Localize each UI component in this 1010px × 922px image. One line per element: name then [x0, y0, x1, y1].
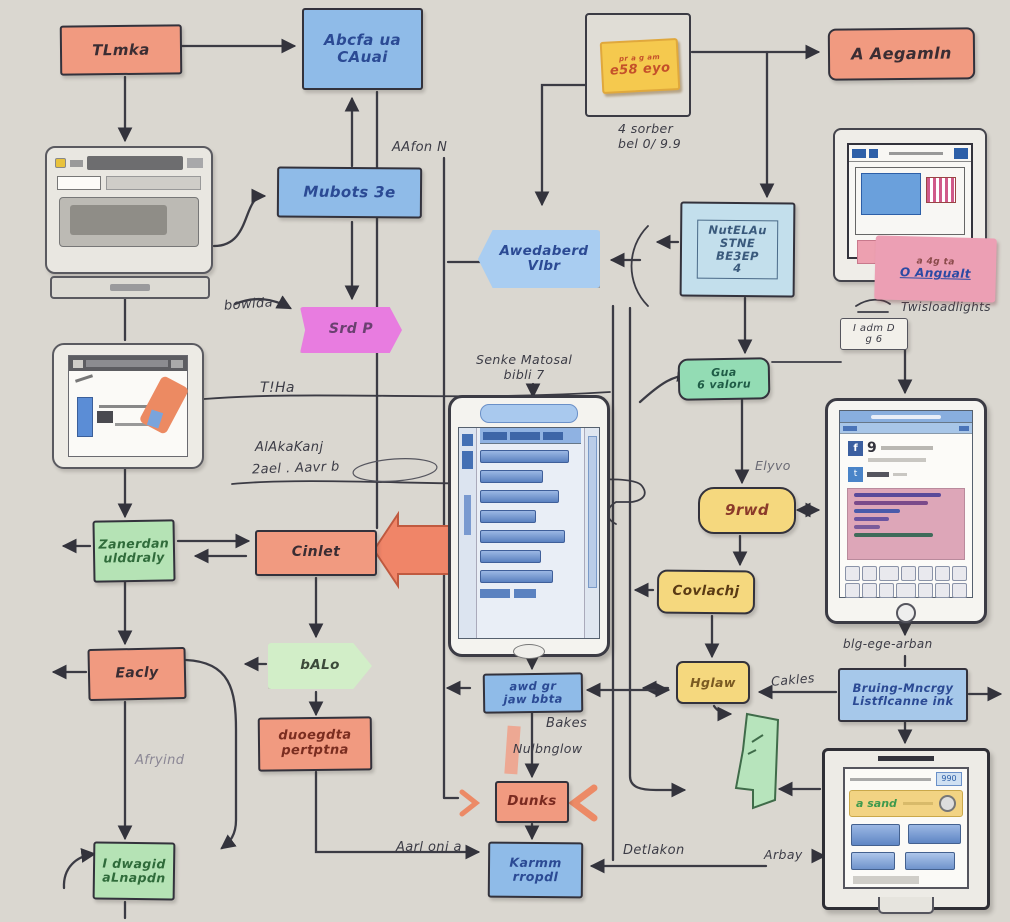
note-frame: pr a g am e58 eyo	[585, 13, 691, 117]
left-tablet-illustration	[52, 343, 204, 469]
nav-icon	[852, 148, 866, 158]
app-icon	[462, 451, 473, 469]
node-srd: Srd P	[300, 307, 402, 353]
node-cinlet: Cinlet	[255, 530, 377, 576]
toolbar-bar	[106, 176, 201, 190]
node-aegamln: A Aegamln	[827, 27, 976, 81]
label-bakes: Bakes	[546, 716, 588, 731]
node-mubots: Mubots 3e	[276, 166, 423, 219]
address-bar	[87, 156, 183, 170]
node-iadm: I adm D g 6	[840, 318, 908, 350]
bottomright-device-illustration: 990 a sand	[822, 748, 990, 914]
label-ael: 2ael . Aavr b	[251, 459, 340, 478]
label-twislo: Twisloadlights	[901, 300, 991, 314]
node-balo: bALo	[268, 643, 372, 689]
dark-box	[97, 411, 113, 423]
label-afryind: Afryind	[135, 753, 185, 768]
sticky-note-text: e58 eyo	[609, 60, 671, 79]
search-icon	[939, 795, 956, 812]
pink-note-line2: O Angualt	[899, 265, 971, 282]
app-icon	[462, 434, 473, 446]
keyboard	[840, 560, 972, 598]
label-alak: AlAkaKanj	[255, 440, 324, 455]
label-blg: blg-ege-arban	[843, 637, 933, 651]
node-nutea: NutELAu STNE BE3EP 4	[679, 201, 796, 298]
device-screen: 990 a sand	[843, 767, 969, 889]
node-early: Eacly	[87, 646, 187, 702]
node-tlmka: TLmka	[59, 24, 183, 76]
salmon-arrow-icon	[372, 510, 453, 590]
desktop-computer-illustration	[45, 146, 213, 274]
home-button-icon	[896, 603, 916, 623]
node-valoru: Gua 6 valoru	[677, 357, 771, 401]
badge-990: 990	[936, 772, 962, 786]
node-zanerdan: Zanerdan ulddraly	[92, 519, 176, 583]
desktop-tray	[50, 276, 210, 299]
node-karmm: Karmm rropdl	[487, 841, 584, 899]
top-dash-icon	[878, 756, 934, 761]
node-awd: awd gr jaw bbta	[482, 672, 584, 714]
content-panel	[59, 197, 199, 247]
node-grwd: 9rwd	[698, 487, 796, 534]
tablet-row1-number: 9	[867, 440, 877, 456]
label-elyvo: Elyvo	[755, 458, 791, 473]
phone-screen	[458, 427, 600, 639]
striped-box	[926, 177, 956, 203]
label-senke: Senke Matosal bibli 7	[476, 352, 573, 382]
scrollbar	[584, 428, 599, 638]
facebook-icon: f	[848, 440, 863, 456]
node-abcfa: Abcfa ua CAuai	[302, 8, 423, 90]
label-detlakon: Detlakon	[623, 843, 685, 858]
device-stand-icon	[878, 897, 934, 914]
label-sorber: 4 sorber bel 0/ 9.9	[618, 121, 682, 151]
left-tablet-screen	[68, 355, 190, 457]
label-aafonn: AAfon N	[392, 140, 448, 155]
nav-icon	[869, 148, 878, 158]
video-box	[861, 173, 921, 215]
pink-note-overlay: a 4g ta O Angualt	[874, 235, 997, 303]
salmon-sketch	[138, 375, 190, 435]
blue-panel	[77, 397, 93, 437]
screen-icon	[73, 359, 83, 368]
toolbar-field	[57, 176, 101, 190]
home-button-icon	[513, 644, 545, 659]
speaker-icon	[480, 404, 578, 423]
pink-text-panel	[847, 487, 965, 560]
node-hglaw: Hglaw	[676, 661, 750, 704]
nav-icon	[954, 147, 968, 159]
search-bar: a sand	[849, 790, 963, 817]
node-bruing: Bruing-Mncrgy Listflcanne ink	[838, 668, 968, 722]
node-idwagid: I dwagid aLnapdn	[92, 841, 176, 901]
label-time: T!Ha	[260, 380, 295, 396]
sketch-mark	[74, 374, 94, 383]
window-button	[187, 158, 203, 168]
search-text: a sand	[856, 797, 897, 810]
node-dunks: Dunks	[495, 781, 569, 823]
green-ribbon-icon	[734, 712, 780, 810]
right-tablet-illustration: f 9 t	[825, 398, 987, 624]
twitter-icon: t	[848, 466, 863, 482]
node-awdaberd: Awedaberd Vlbr	[478, 230, 600, 288]
phone-illustration	[448, 395, 610, 659]
window-menu-icon	[70, 159, 83, 167]
label-nulbnglow: Nulbnglow	[513, 741, 583, 756]
label-agloma: Aarl oni a	[396, 840, 462, 855]
label-arbay: Arbay	[764, 847, 803, 862]
sticky-note: pr a g am e58 eyo	[599, 37, 681, 95]
node-covlachj: Covlachj	[656, 569, 756, 615]
right-tablet-screen: f 9 t	[839, 410, 973, 598]
node-duoegdta: duoegdta pertptna	[257, 716, 373, 772]
node-nutea-inner: NutELAu STNE BE3EP 4	[697, 219, 778, 280]
tray-handle-icon	[110, 284, 150, 291]
window-dot-icon	[55, 158, 66, 168]
